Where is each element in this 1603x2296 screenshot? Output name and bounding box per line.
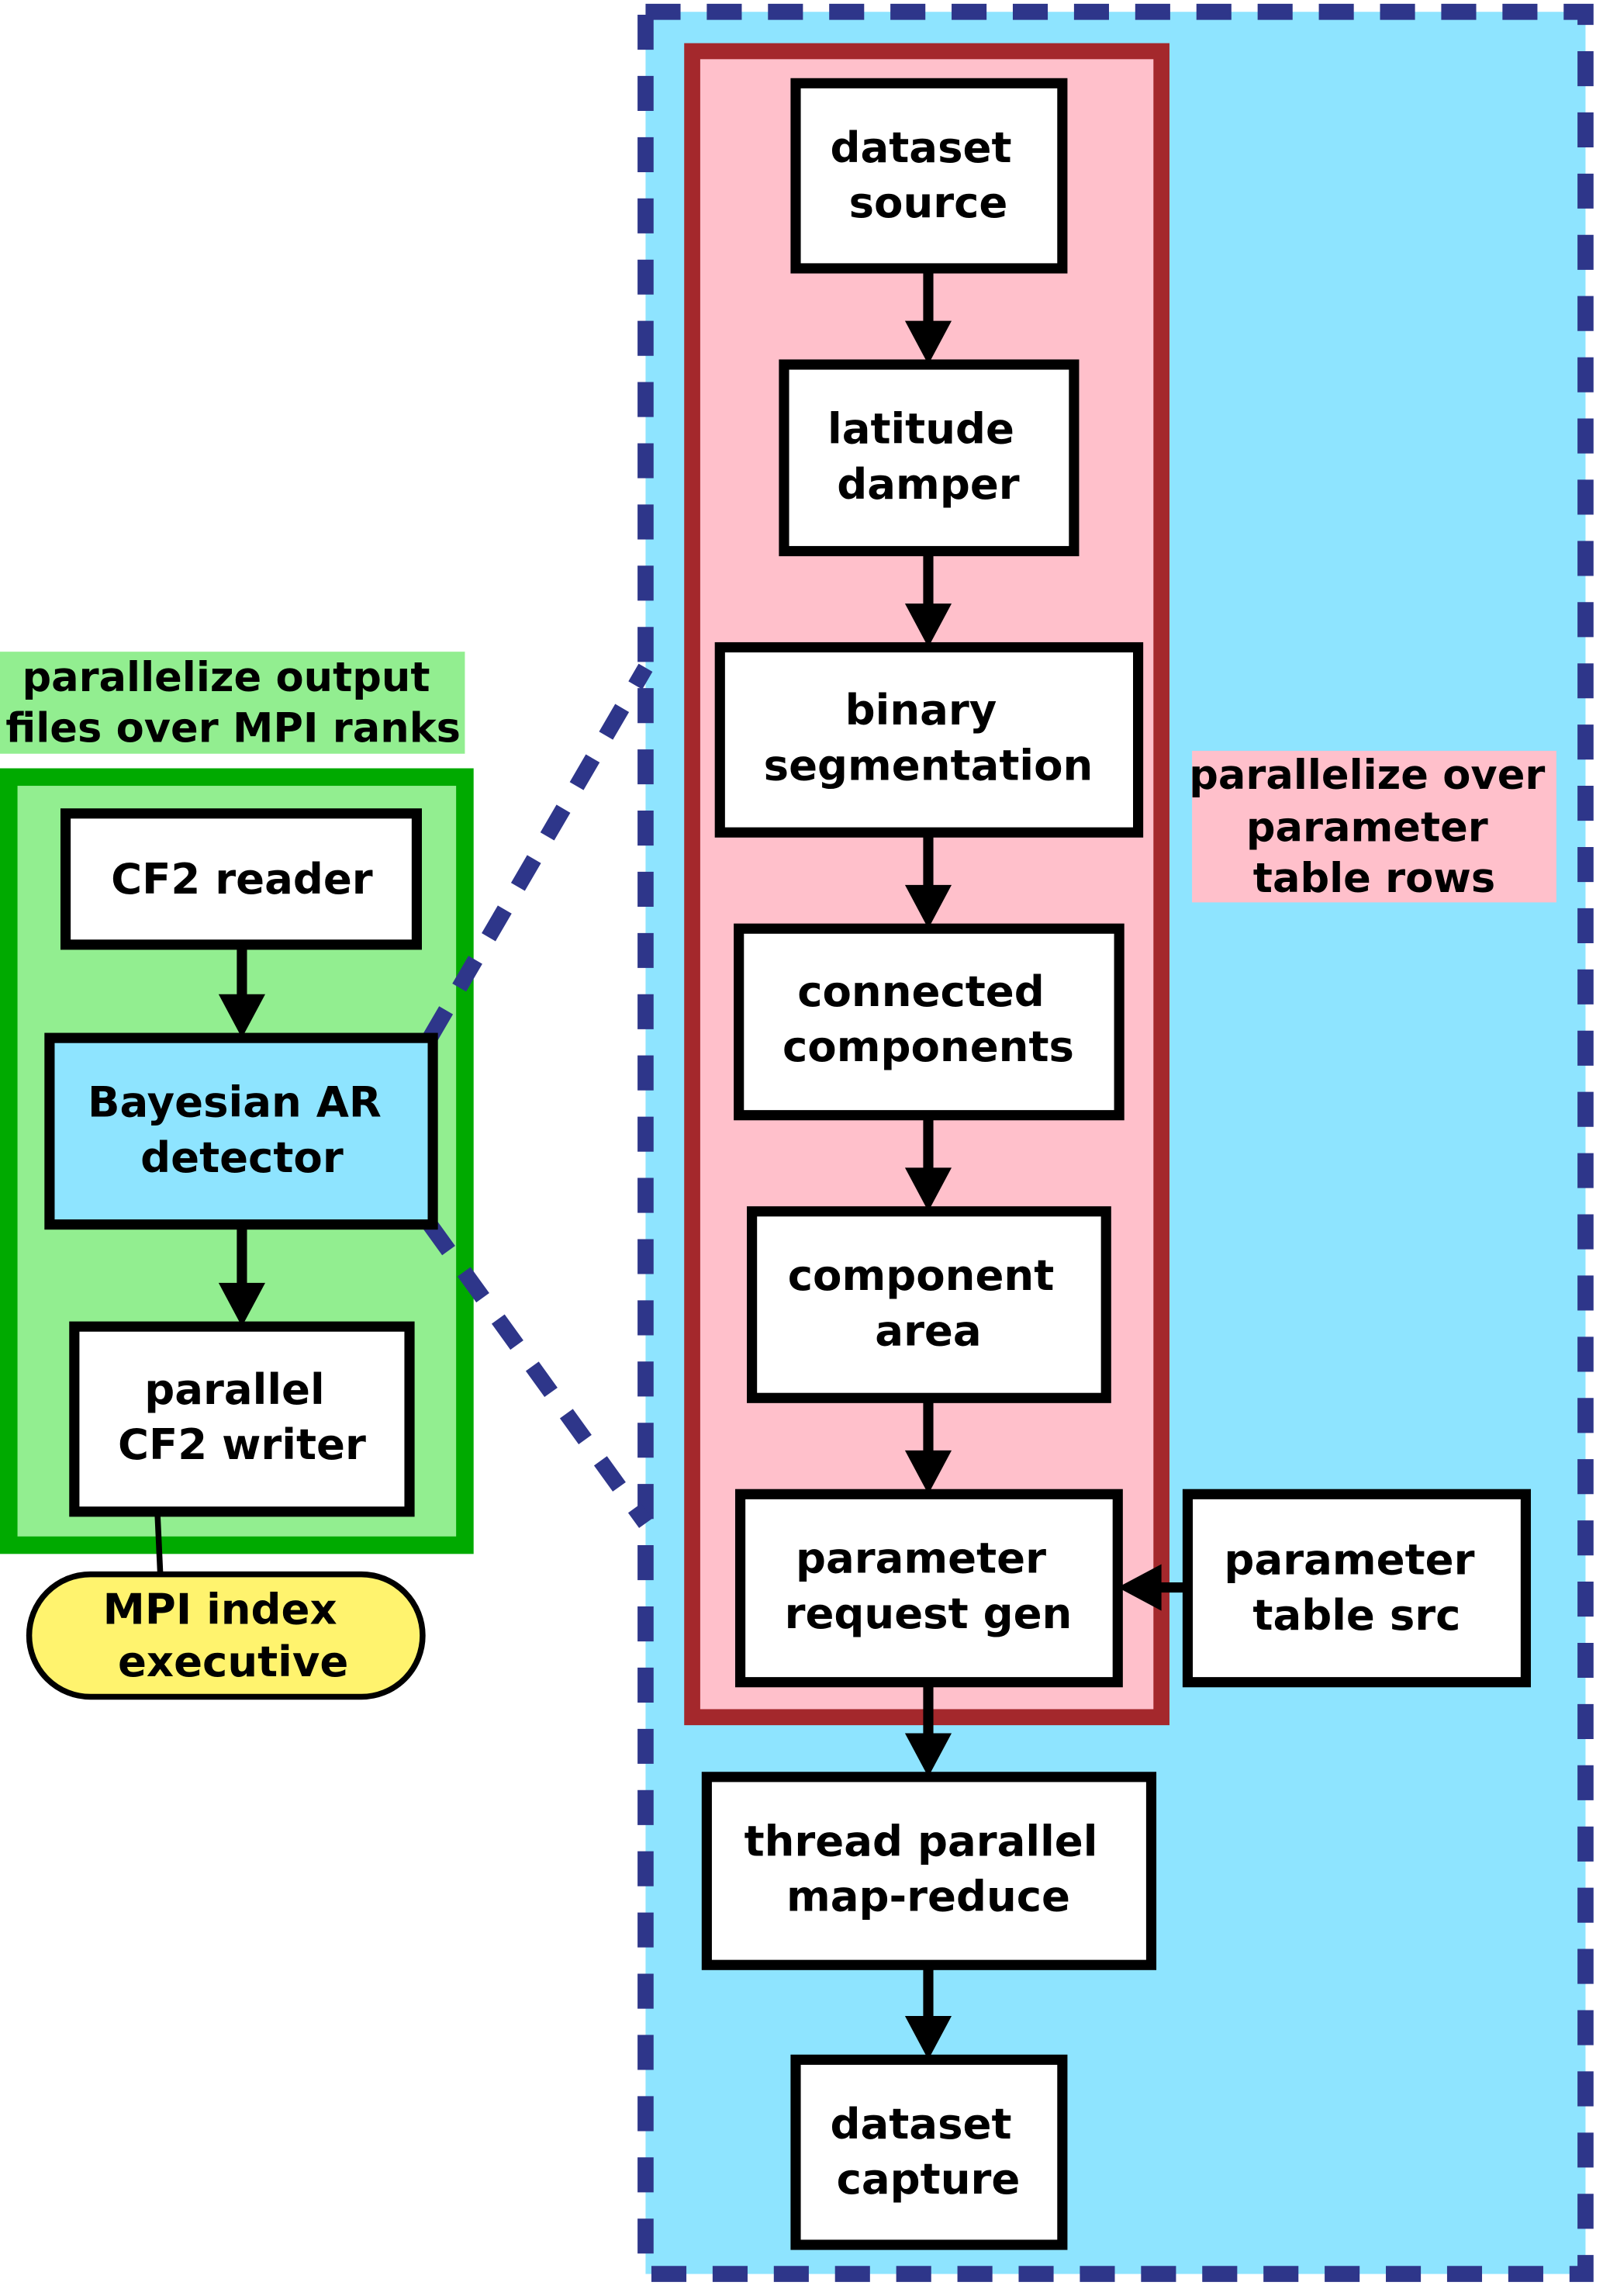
arrowhead-icon [904, 1733, 952, 1777]
svg-text:parameter table src: parameter table src [1224, 1535, 1489, 1640]
node-dataset-capture[interactable]: dataset capture [790, 2054, 1068, 2250]
node-latitude-damper[interactable]: latitude damper [779, 359, 1080, 557]
node-thread-map-reduce[interactable]: thread parallel map-reduce [701, 1772, 1157, 1970]
node-parameter-table-src[interactable]: parameter table src [1182, 1489, 1531, 1688]
svg-text:parameter request gen: parameter request gen [785, 1534, 1073, 1638]
node-component-area[interactable]: component area [747, 1206, 1111, 1403]
node-cf2-writer[interactable]: parallel CF2 writer [69, 1321, 415, 1517]
arrowhead-icon [1118, 1564, 1162, 1611]
zoom-connector-bottom [423, 1219, 652, 1528]
node-connected-components[interactable]: connected components [734, 923, 1125, 1121]
arrowhead-icon [904, 1167, 952, 1212]
edge-writer-executive [154, 1511, 164, 1575]
arrowhead-icon [218, 994, 265, 1039]
svg-text:thread parallel map-redu: thread parallel map-reduce [744, 1816, 1113, 1921]
arrowhead-icon [904, 2015, 952, 2060]
param-group-label: parallelize over parameter table rows [1189, 752, 1559, 902]
svg-text:parallel CF2 writer: parallel CF2 writer [118, 1364, 366, 1469]
svg-text:dataset capture: dataset capture [830, 2099, 1026, 2204]
svg-text:dataset source: dataset source [830, 123, 1026, 227]
arrowhead-icon [904, 320, 952, 365]
arrowheads [218, 320, 1162, 2060]
node-mpi-executive[interactable]: MPI index executive [26, 1571, 426, 1700]
arrowhead-icon [904, 884, 952, 929]
mpi-group-label-bg [0, 652, 465, 754]
node-binary-segmentation[interactable]: binary segmentation [714, 641, 1144, 838]
svg-text:Bayesian AR detector: Bayesian AR detector [88, 1077, 396, 1182]
svg-text:MPI index executive: MPI index executive [103, 1585, 352, 1687]
mpi-group-label: parallelize output files over MPI ranks [5, 654, 461, 752]
param-group-label-bg [1192, 750, 1556, 903]
svg-text:component area: component area [788, 1250, 1069, 1355]
svg-text:binary segmentation: binary segmentation [764, 685, 1093, 790]
node-bayesian-detector[interactable]: Bayesian AR detector [44, 1032, 438, 1230]
node-cf2-reader[interactable]: CF2 reader [60, 808, 422, 950]
node-parameter-request-gen[interactable]: parameter request gen [735, 1489, 1123, 1688]
svg-text:connected components: connected components [782, 966, 1074, 1071]
arrowhead-icon [904, 1450, 952, 1495]
svg-text:CF2 reader: CF2 reader [111, 854, 373, 904]
arrowhead-icon [218, 1282, 265, 1327]
zoom-connector-top [423, 663, 653, 1043]
node-dataset-source[interactable]: dataset source [790, 78, 1068, 274]
svg-text:latitude damper: latitude damper [827, 403, 1029, 508]
arrowhead-icon [904, 603, 952, 648]
